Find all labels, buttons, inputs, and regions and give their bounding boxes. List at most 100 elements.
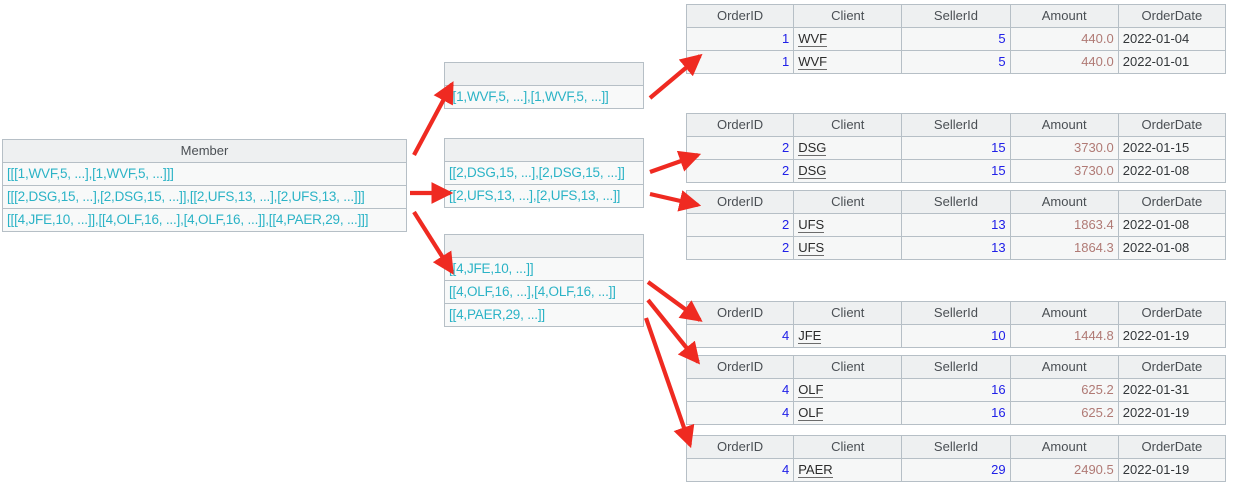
column-header-client: Client [793, 4, 903, 28]
cell-orderdate: 2022-01-04 [1117, 27, 1227, 51]
cell-amount: 3730.0 [1009, 159, 1119, 183]
cell-sellerid: 16 [901, 378, 1011, 402]
cell-amount: 440.0 [1009, 27, 1119, 51]
table-row[interactable]: [[[1,WVF,5, ...],[1,WVF,5, ...]]] [2, 162, 407, 186]
cell-orderid: 4 [685, 458, 795, 482]
cell-client: OLF [793, 378, 903, 402]
table-row[interactable]: [[2,DSG,15, ...],[2,DSG,15, ...]] [444, 161, 644, 185]
table-row[interactable]: [[[4,JFE,10, ...]],[[4,OLF,16, ...],[4,O… [2, 208, 407, 232]
member-cell: [[4,PAER,29, ...]] [444, 303, 644, 327]
column-header-orderdate: OrderDate [1117, 4, 1227, 28]
cell-orderdate: 2022-01-19 [1117, 458, 1227, 482]
cell-orderdate: 2022-01-01 [1117, 50, 1227, 74]
column-header-orderdate: OrderDate [1117, 190, 1227, 214]
order-table-4-header-row: OrderID Client SellerId Amount OrderDate [685, 301, 1227, 325]
table-row[interactable]: [[[2,DSG,15, ...],[2,DSG,15, ...]],[[2,U… [2, 185, 407, 209]
order-table-3: OrderID Client SellerId Amount OrderDate… [685, 190, 1227, 260]
cell-amount: 1863.4 [1009, 213, 1119, 237]
order-table-2: OrderID Client SellerId Amount OrderDate… [685, 113, 1227, 183]
cell-client: DSG [793, 159, 903, 183]
order-table-5-header-row: OrderID Client SellerId Amount OrderDate [685, 355, 1227, 379]
cell-orderdate: 2022-01-15 [1117, 136, 1227, 160]
cell-sellerid: 29 [901, 458, 1011, 482]
cell-client: UFS [793, 236, 903, 260]
column-header-client: Client [793, 435, 903, 459]
column-header-amount: Amount [1009, 4, 1119, 28]
column-header-orderid: OrderID [685, 435, 795, 459]
client-value: DSG [798, 140, 827, 156]
cell-orderdate: 2022-01-08 [1117, 159, 1227, 183]
client-value: OLF [798, 405, 824, 421]
table-row[interactable]: 2 DSG 15 3730.0 2022-01-08 [685, 159, 1227, 183]
column-header-orderdate: OrderDate [1117, 355, 1227, 379]
client-value: UFS [798, 217, 825, 233]
table-row[interactable]: 2 DSG 15 3730.0 2022-01-15 [685, 136, 1227, 160]
cell-orderdate: 2022-01-08 [1117, 236, 1227, 260]
member-table: Member [[[1,WVF,5, ...],[1,WVF,5, ...]]]… [2, 139, 407, 232]
member-cell: [[4,JFE,10, ...]] [444, 257, 644, 281]
cell-orderid: 4 [685, 324, 795, 348]
cell-orderid: 1 [685, 27, 795, 51]
cell-sellerid: 10 [901, 324, 1011, 348]
table-row[interactable]: [[4,OLF,16, ...],[4,OLF,16, ...]] [444, 280, 644, 304]
cell-sellerid: 15 [901, 159, 1011, 183]
cell-amount: 1444.8 [1009, 324, 1119, 348]
client-value: JFE [798, 328, 822, 344]
column-header-sellerid: SellerId [901, 113, 1011, 137]
table-row[interactable]: [[4,JFE,10, ...]] [444, 257, 644, 281]
cell-sellerid: 5 [901, 27, 1011, 51]
member-cell: [[4,OLF,16, ...],[4,OLF,16, ...]] [444, 280, 644, 304]
table-row[interactable]: 1 WVF 5 440.0 2022-01-01 [685, 50, 1227, 74]
column-header-orderdate: OrderDate [1117, 113, 1227, 137]
order-table-1: OrderID Client SellerId Amount OrderDate… [685, 4, 1227, 74]
client-value: PAER [798, 462, 833, 478]
order-table-2-header-row: OrderID Client SellerId Amount OrderDate [685, 113, 1227, 137]
cell-client: DSG [793, 136, 903, 160]
table-row[interactable]: [[2,UFS,13, ...],[2,UFS,13, ...]] [444, 184, 644, 208]
table-row[interactable]: 4 JFE 10 1444.8 2022-01-19 [685, 324, 1227, 348]
cell-sellerid: 13 [901, 236, 1011, 260]
column-header-client: Client [793, 355, 903, 379]
middle-table-3: [[4,JFE,10, ...]] [[4,OLF,16, ...],[4,OL… [444, 234, 644, 327]
middle-table-1: [[1,WVF,5, ...],[1,WVF,5, ...]] [444, 62, 644, 109]
cell-orderdate: 2022-01-08 [1117, 213, 1227, 237]
table-row[interactable]: [[1,WVF,5, ...],[1,WVF,5, ...]] [444, 85, 644, 109]
member-cell: [[[4,JFE,10, ...]],[[4,OLF,16, ...],[4,O… [2, 208, 407, 232]
cell-amount: 2490.5 [1009, 458, 1119, 482]
member-cell: [[2,UFS,13, ...],[2,UFS,13, ...]] [444, 184, 644, 208]
table-row[interactable]: 4 OLF 16 625.2 2022-01-31 [685, 378, 1227, 402]
cell-orderid: 2 [685, 236, 795, 260]
cell-client: WVF [793, 27, 903, 51]
cell-sellerid: 15 [901, 136, 1011, 160]
member-table-header-row: Member [2, 139, 407, 163]
column-header-sellerid: SellerId [901, 190, 1011, 214]
column-header-client: Client [793, 301, 903, 325]
cell-client: PAER [793, 458, 903, 482]
middle-table-2: [[2,DSG,15, ...],[2,DSG,15, ...]] [[2,UF… [444, 138, 644, 208]
cell-amount: 1864.3 [1009, 236, 1119, 260]
member-cell: [[[2,DSG,15, ...],[2,DSG,15, ...]],[[2,U… [2, 185, 407, 209]
cell-client: OLF [793, 401, 903, 425]
column-header-amount: Amount [1009, 190, 1119, 214]
column-header-orderdate: OrderDate [1117, 435, 1227, 459]
table-row[interactable]: 1 WVF 5 440.0 2022-01-04 [685, 27, 1227, 51]
table-row[interactable]: 4 OLF 16 625.2 2022-01-19 [685, 401, 1227, 425]
cell-sellerid: 5 [901, 50, 1011, 74]
column-header-client: Client [793, 190, 903, 214]
cell-client: UFS [793, 213, 903, 237]
column-header-orderid: OrderID [685, 355, 795, 379]
column-header-amount: Amount [1009, 435, 1119, 459]
table-row[interactable]: 4 PAER 29 2490.5 2022-01-19 [685, 458, 1227, 482]
cell-amount: 440.0 [1009, 50, 1119, 74]
table-row[interactable]: 2 UFS 13 1863.4 2022-01-08 [685, 213, 1227, 237]
arrow-middle3row3-to-order6 [644, 317, 695, 449]
column-header-orderid: OrderID [685, 190, 795, 214]
middle-table-3-header-cell [444, 234, 644, 258]
table-row[interactable]: [[4,PAER,29, ...]] [444, 303, 644, 327]
cell-client: WVF [793, 50, 903, 74]
member-cell: [[[1,WVF,5, ...],[1,WVF,5, ...]]] [2, 162, 407, 186]
table-row[interactable]: 2 UFS 13 1864.3 2022-01-08 [685, 236, 1227, 260]
cell-amount: 3730.0 [1009, 136, 1119, 160]
cell-sellerid: 13 [901, 213, 1011, 237]
